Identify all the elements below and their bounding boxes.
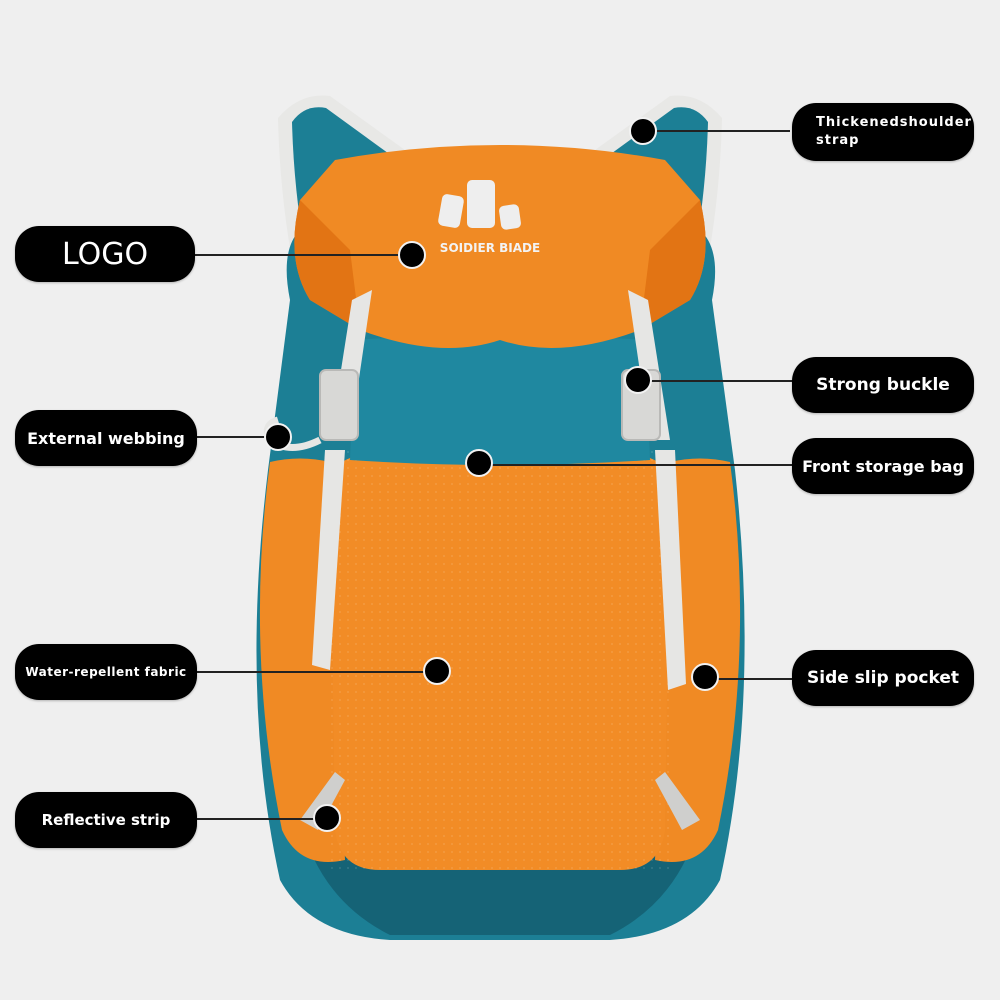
label-front-storage-bag: Front storage bag bbox=[792, 438, 974, 494]
label-text: LOGO bbox=[61, 236, 149, 272]
leader-front-storage-bag bbox=[480, 464, 793, 466]
marker-strong-buckle bbox=[624, 366, 652, 394]
label-water-repellent: Water-repellent fabric bbox=[15, 644, 197, 700]
brand-text: SOIDIER BIADE bbox=[440, 241, 540, 255]
label-reflective-strip: Reflective strip bbox=[15, 792, 197, 848]
label-strong-buckle: Strong buckle bbox=[792, 357, 974, 413]
label-logo: LOGO bbox=[15, 226, 195, 282]
label-text: Strong buckle bbox=[816, 375, 950, 395]
marker-logo bbox=[398, 241, 426, 269]
marker-reflective-strip bbox=[313, 804, 341, 832]
reflective-strips bbox=[300, 772, 700, 830]
label-external-webbing: External webbing bbox=[15, 410, 197, 466]
label-text: Reflective strip bbox=[41, 811, 171, 829]
label-text: Side slip pocket bbox=[807, 668, 959, 688]
leader-reflective-strip bbox=[195, 818, 325, 820]
leader-water-repellent bbox=[195, 671, 435, 673]
marker-shoulder-strap bbox=[629, 117, 657, 145]
leader-strong-buckle bbox=[638, 380, 793, 382]
marker-water-repellent bbox=[423, 657, 451, 685]
label-text: Water-repellent fabric bbox=[25, 665, 187, 679]
label-text: Front storage bag bbox=[802, 456, 964, 476]
marker-external-webbing bbox=[264, 423, 292, 451]
leader-external-webbing bbox=[195, 436, 280, 438]
leader-logo bbox=[195, 254, 410, 256]
marker-side-slip-pocket bbox=[691, 663, 719, 691]
leader-shoulder-strap bbox=[645, 130, 790, 132]
marker-front-storage-bag bbox=[465, 449, 493, 477]
leader-side-slip-pocket bbox=[705, 678, 795, 680]
brand-logo bbox=[438, 180, 521, 230]
label-shoulder-strap: Thickenedshoulder strap bbox=[792, 103, 974, 161]
label-text: Thickenedshoulder strap bbox=[816, 115, 972, 148]
label-side-slip-pocket: Side slip pocket bbox=[792, 650, 974, 706]
label-text: External webbing bbox=[27, 428, 185, 448]
